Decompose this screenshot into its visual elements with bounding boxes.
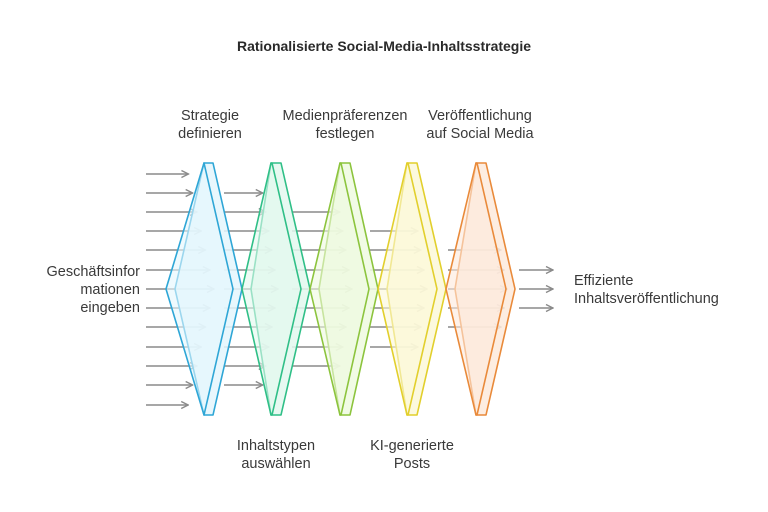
output-arrow-layer [519, 270, 553, 308]
stage-chevron-medienpraeferenzen [309, 162, 379, 416]
stage-chevron-ki-posts [377, 162, 447, 416]
diagram-title: Rationalisierte Social-Media-Inhaltsstra… [236, 38, 532, 54]
stage-label-inhaltstypen: Inhaltstypen auswählen [236, 438, 316, 472]
stage-label-ki-posts: KI-generierte Posts [370, 438, 454, 472]
stage-chevron-inhaltstypen [241, 162, 311, 416]
chevron-layer [165, 162, 516, 416]
stage-chevron-strategie [165, 162, 243, 416]
input-label: Geschäftsinfor mationen eingeben [46, 264, 141, 316]
stage-label-veroeffentlichung: Veröffentlichung auf Social Media [426, 108, 534, 142]
stage-chevron-veroeffentlichung [445, 162, 516, 416]
stage-label-medienpraeferenzen: Medienpräferenzen festlegen [282, 108, 408, 142]
output-label: Effiziente Inhaltsveröffentlichung [574, 273, 719, 307]
stage-label-strategie: Strategie definieren [178, 108, 242, 142]
